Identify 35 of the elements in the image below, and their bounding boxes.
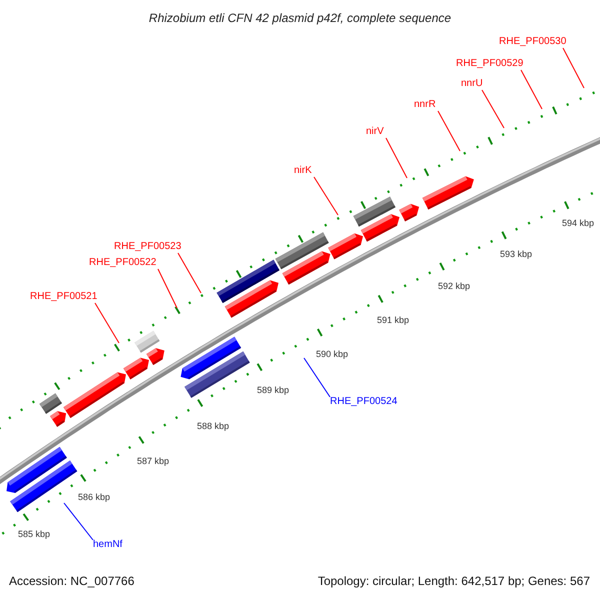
accession-label: Accession: NC_007766 (9, 574, 134, 588)
position-label: 589 kbp (257, 385, 290, 396)
position-label: 591 kbp (377, 315, 410, 326)
gene-label: nnrU (461, 78, 483, 90)
gene-label: RHE_PF00523 (114, 241, 182, 253)
leader-line (314, 176, 338, 216)
gene-label: nnrR (414, 99, 436, 111)
position-label: 590 kbp (316, 349, 348, 360)
gene-label: nirK (294, 165, 312, 177)
gene-label: nirV (366, 126, 384, 138)
gene-label: RHE_PF00522 (89, 257, 156, 269)
position-label: 586 kbp (78, 492, 110, 503)
position-label: 588 kbp (197, 421, 230, 432)
leader-line (158, 268, 178, 308)
position-label: 587 kbp (137, 456, 170, 467)
gene-label: RHE_PF00524 (330, 396, 398, 408)
leader-line (386, 138, 408, 178)
leader-line (482, 90, 504, 128)
position-label: 585 kbp (18, 529, 50, 540)
leader-line (438, 110, 460, 152)
gene-label: RHE_PF00529 (456, 58, 524, 70)
gene-label: RHE_PF00530 (499, 36, 566, 48)
sequence-info: Topology: circular; Length: 642,517 bp; Genes: 567 (318, 574, 590, 588)
leader-line (178, 252, 202, 294)
leader-line (94, 302, 120, 344)
map-title: Rhizobium etli CFN 42 plasmid p42f, complete sequence (148, 10, 452, 27)
gene-label: RHE_PF00521 (30, 291, 98, 303)
position-label: 594 kbp (562, 218, 594, 229)
leader-line (520, 70, 542, 110)
leader-line (304, 358, 330, 398)
gene-label: hemNf (93, 539, 122, 551)
leader-line (562, 48, 584, 88)
position-label: 593 kbp (500, 249, 532, 260)
position-label: 592 kbp (438, 281, 470, 292)
leader-line (64, 502, 94, 540)
